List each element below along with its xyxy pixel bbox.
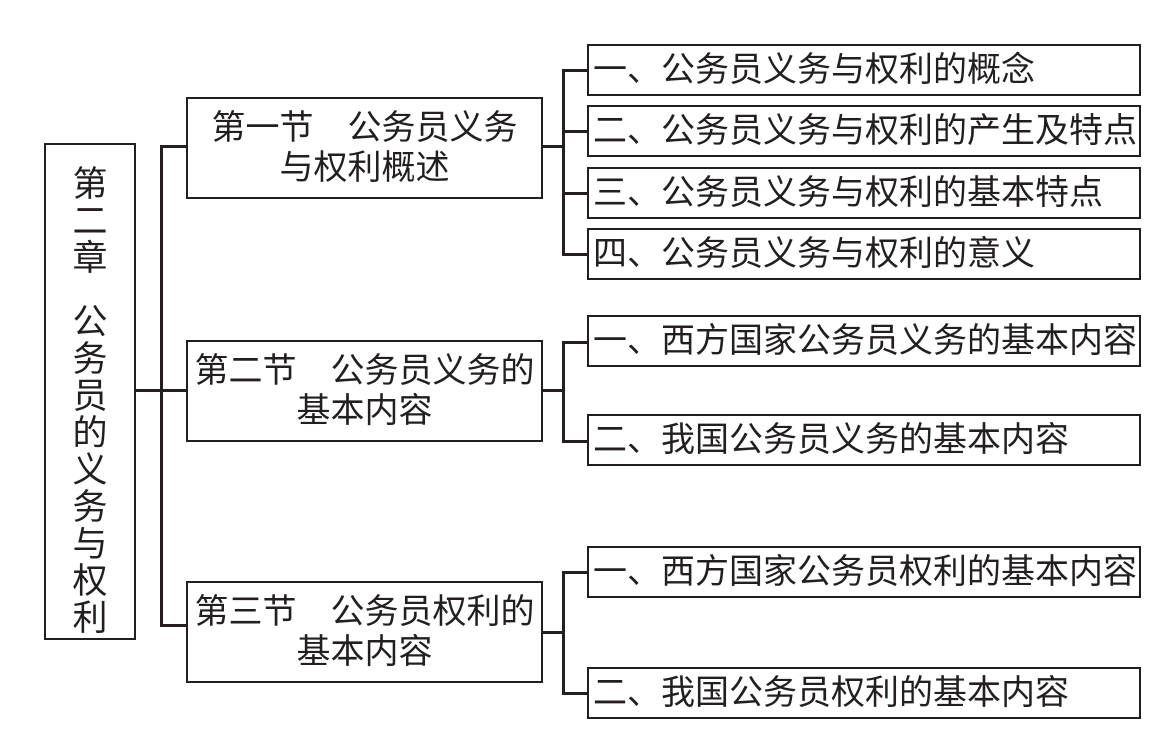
connector-section-2-spine bbox=[562, 341, 565, 442]
section-2-item-1: 一、西方国家公务员义务的基本内容 bbox=[587, 315, 1141, 367]
section-2-box: 第二节 公务员义务的 基本内容 bbox=[186, 340, 543, 442]
section-2-title-line1: 第二节 公务员义务的 bbox=[194, 351, 535, 391]
chapter-box: 第二章 公务员的义务与权利 bbox=[44, 143, 136, 640]
connector-s1-item-2 bbox=[562, 130, 588, 133]
connector-chapter-out bbox=[135, 389, 162, 392]
section-2-title-line2: 基本内容 bbox=[296, 391, 433, 431]
section-3-item-1: 一、西方国家公务员权利的基本内容 bbox=[587, 546, 1141, 598]
connector-s3-item-2 bbox=[562, 692, 588, 695]
item-label: 二、公务员义务与权利的产生及特点 bbox=[593, 111, 1137, 151]
connector-s1-item-3 bbox=[562, 192, 588, 195]
item-label: 四、公务员义务与权利的意义 bbox=[593, 234, 1035, 274]
section-2-item-2: 二、我国公务员义务的基本内容 bbox=[587, 414, 1141, 466]
section-1-item-2: 二、公务员义务与权利的产生及特点 bbox=[587, 105, 1141, 157]
section-1-title-line2: 与权利概述 bbox=[279, 148, 450, 188]
connector-section-1-spine bbox=[562, 69, 565, 256]
item-label: 二、我国公务员义务的基本内容 bbox=[593, 420, 1069, 460]
connector-s2-item-2 bbox=[562, 440, 588, 443]
connector-section-3-spine bbox=[562, 571, 565, 694]
item-label: 一、西方国家公务员权利的基本内容 bbox=[593, 552, 1137, 592]
section-1-title-line1: 第一节 公务员义务 bbox=[211, 108, 518, 148]
connector-to-section-1 bbox=[160, 145, 187, 148]
item-label: 二、我国公务员权利的基本内容 bbox=[593, 673, 1069, 713]
connector-section-1-out bbox=[542, 145, 564, 148]
connector-s1-item-1 bbox=[562, 69, 588, 72]
connector-section-3-out bbox=[542, 631, 564, 634]
connector-s2-item-1 bbox=[562, 341, 588, 344]
section-3-title-line1: 第三节 公务员权利的 bbox=[194, 592, 535, 632]
section-3-title-line2: 基本内容 bbox=[296, 632, 433, 672]
section-1-item-4: 四、公务员义务与权利的意义 bbox=[587, 228, 1141, 280]
connector-to-section-3 bbox=[160, 624, 187, 627]
connector-to-section-2 bbox=[160, 389, 187, 392]
section-1-box: 第一节 公务员义务 与权利概述 bbox=[186, 97, 543, 199]
item-label: 三、公务员义务与权利的基本特点 bbox=[593, 173, 1103, 213]
section-3-item-2: 二、我国公务员权利的基本内容 bbox=[587, 667, 1141, 719]
connector-chapter-spine bbox=[160, 145, 163, 627]
connector-section-2-out bbox=[542, 389, 564, 392]
section-1-item-1: 一、公务员义务与权利的概念 bbox=[587, 44, 1141, 96]
chapter-title: 公务员的义务与权利 bbox=[72, 303, 108, 639]
connector-s1-item-4 bbox=[562, 253, 588, 256]
section-3-box: 第三节 公务员权利的 基本内容 bbox=[186, 581, 543, 683]
item-label: 一、公务员义务与权利的概念 bbox=[593, 50, 1035, 90]
chapter-number-label: 第二章 bbox=[72, 165, 108, 279]
item-label: 一、西方国家公务员义务的基本内容 bbox=[593, 321, 1137, 361]
connector-s3-item-1 bbox=[562, 571, 588, 574]
section-1-item-3: 三、公务员义务与权利的基本特点 bbox=[587, 167, 1141, 219]
